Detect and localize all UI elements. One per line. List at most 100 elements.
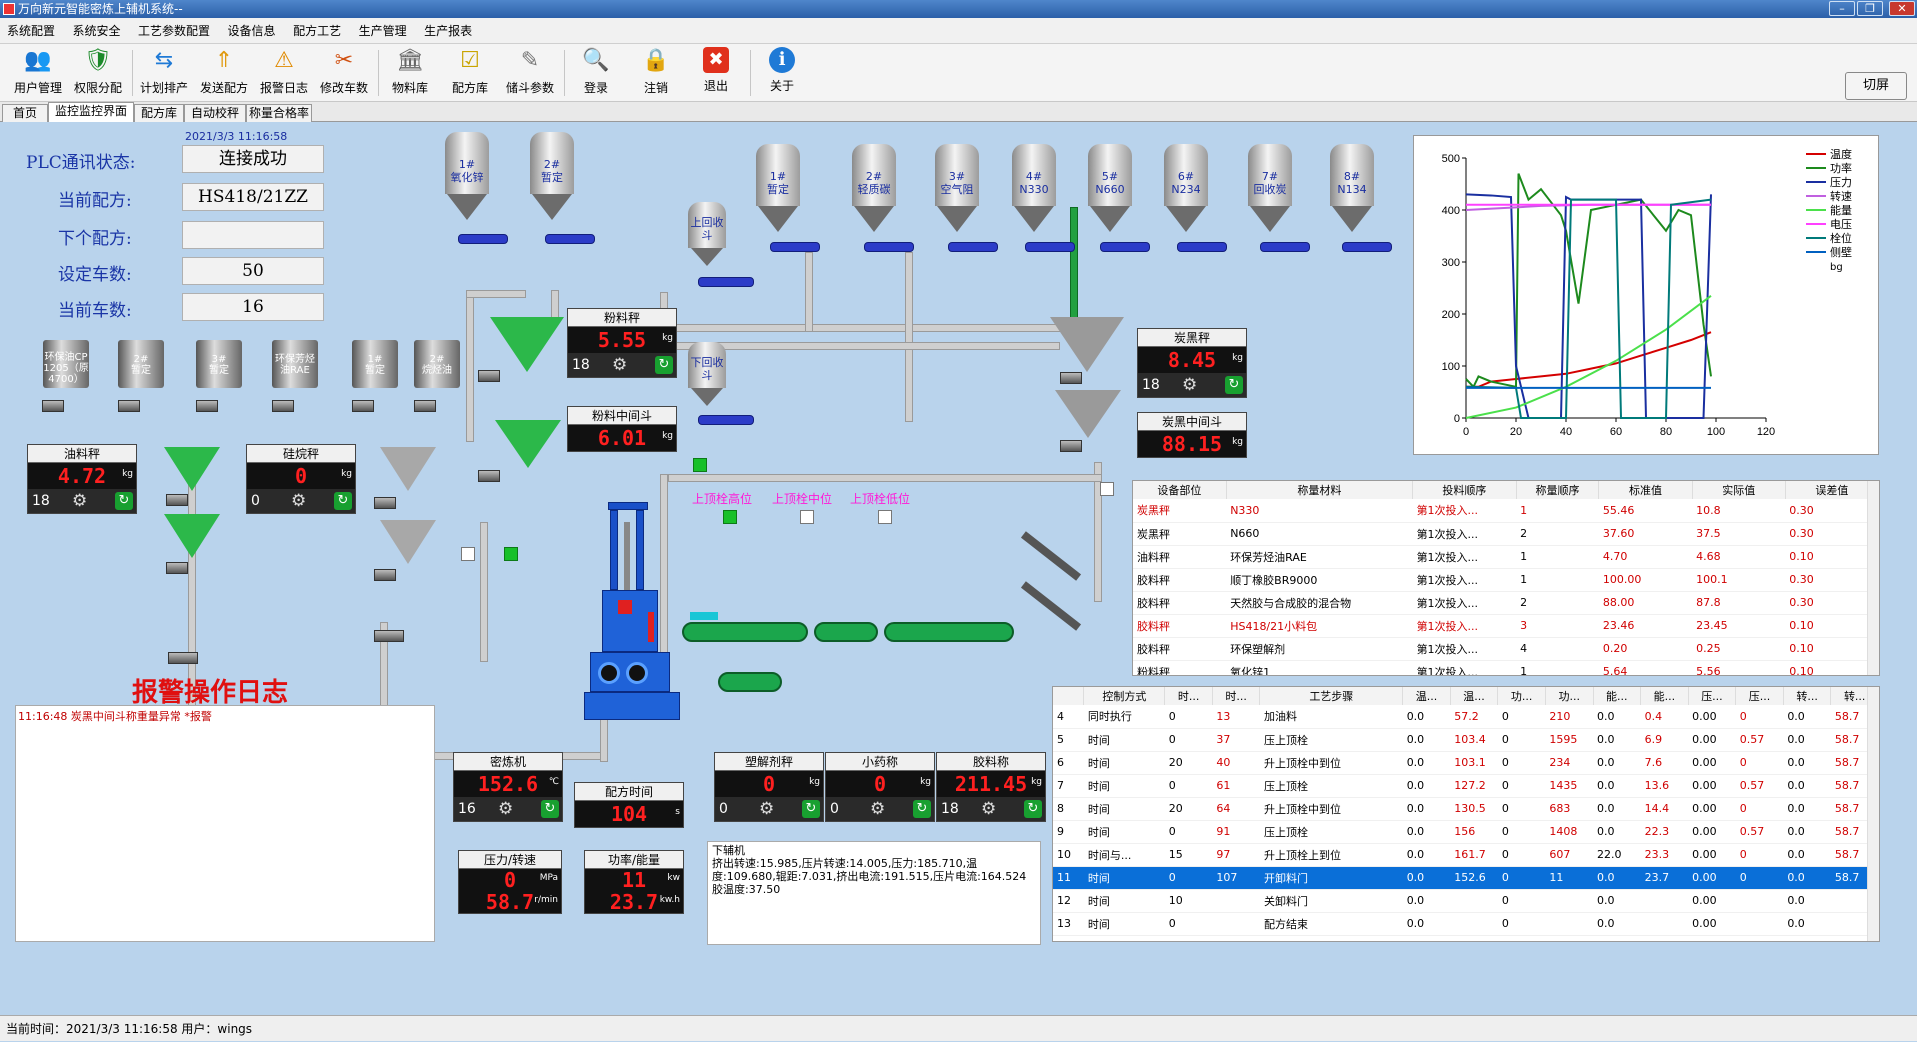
refresh-icon[interactable]: ↻ [802, 800, 820, 818]
tab-home[interactable]: 首页 [2, 104, 48, 122]
scrollbar[interactable] [1867, 687, 1879, 941]
table-cell: 0.57 [1735, 728, 1784, 752]
screw-conveyor [1100, 242, 1150, 252]
menu-process-params[interactable]: 工艺参数配置 [138, 24, 211, 38]
table-cell: 0 [1164, 705, 1213, 729]
screw-conveyor [1177, 242, 1227, 252]
table-cell: 0.0 [1783, 912, 1831, 936]
table-cell: 23.3 [1640, 843, 1689, 867]
gear-icon: ⚙ [759, 799, 775, 819]
recipe-library-button[interactable]: ☑配方库 [451, 48, 488, 95]
restore-button[interactable]: ❐ [1857, 1, 1883, 16]
table-cell: 0.0 [1783, 820, 1831, 844]
app-icon [3, 3, 15, 15]
next-recipe-value [182, 221, 324, 249]
menu-system-security[interactable]: 系统安全 [72, 24, 121, 38]
pump [168, 652, 198, 664]
series-line [1466, 331, 1712, 388]
tab-auto-calibration[interactable]: 自动校秤 [184, 104, 246, 122]
logout-button[interactable]: 🔒注销 [642, 48, 670, 95]
current-count-value: 16 [182, 293, 324, 321]
table-cell: 11 [1545, 866, 1593, 890]
close-button[interactable]: ✕ [1889, 1, 1915, 16]
x-tick-label: 0 [1463, 426, 1469, 438]
material-library-button[interactable]: 🏛物料库 [391, 48, 428, 95]
alarm-log-list[interactable]: 11:16:48 炭黑中间斗称重量异常 *报警 [15, 705, 435, 942]
table-cell: 156 [1450, 820, 1498, 844]
table-cell: 0.0 [1402, 751, 1451, 775]
table-cell: 1 [1516, 568, 1599, 592]
menu-recipe-process[interactable]: 配方工艺 [293, 24, 342, 38]
refresh-icon[interactable]: ↻ [655, 356, 673, 374]
tab-recipe-library[interactable]: 配方库 [134, 104, 184, 122]
scrollbar[interactable] [1867, 481, 1879, 675]
switch-screen-button[interactable]: 切屏 [1845, 72, 1907, 100]
user-management-button[interactable]: 👥用户管理 [13, 48, 62, 95]
exit-button[interactable]: ✖退出 [703, 47, 729, 93]
x-tick-label: 20 [1510, 426, 1522, 438]
hopper-params-button[interactable]: ✎储斗参数 [505, 48, 554, 95]
silo: 1# 氧化锌 [445, 132, 489, 220]
tab-weigh-pass-rate[interactable]: 称量合格率 [246, 104, 312, 122]
oil-tank: 1# 暂定 [352, 340, 398, 388]
table-cell: 时间 [1083, 728, 1165, 752]
gear-icon: ⚙ [498, 799, 514, 819]
refresh-icon[interactable]: ↻ [1225, 376, 1243, 394]
process-step-table[interactable]: 控制方式时...时...工艺步骤温...温...功...功...能...能...… [1052, 686, 1880, 942]
table-cell: 0.0 [1783, 797, 1831, 821]
alarm-log-button[interactable]: ⚠报警日志 [259, 48, 308, 95]
refresh-icon[interactable]: ↻ [115, 492, 133, 510]
production-plan-button[interactable]: ⇆计划排产 [139, 48, 188, 95]
pipe-active [1070, 207, 1078, 327]
table-cell: 0 [1164, 866, 1213, 890]
table-cell: 10.8 [1692, 499, 1786, 523]
column-header: 功... [1497, 687, 1546, 705]
menu-system-config[interactable]: 系统配置 [7, 24, 56, 38]
edit-count-button[interactable]: ✂修改车数 [319, 48, 368, 95]
refresh-icon[interactable]: ↻ [334, 492, 352, 510]
menu-production-mgmt[interactable]: 生产管理 [358, 24, 407, 38]
refresh-icon[interactable]: ↻ [1024, 800, 1042, 818]
menu-equipment-info[interactable]: 设备信息 [227, 24, 276, 38]
refresh-icon[interactable]: ↻ [541, 800, 559, 818]
login-button[interactable]: 🔍登录 [582, 48, 610, 95]
table-cell: 97 [1212, 843, 1260, 867]
tab-monitor[interactable]: 监控监控界面 [48, 102, 134, 123]
table-cell: 5 [1053, 728, 1084, 752]
menu-production-report[interactable]: 生产报表 [424, 24, 473, 38]
pump [414, 400, 436, 412]
send-recipe-button[interactable]: ⇑发送配方 [199, 48, 248, 95]
refresh-icon[interactable]: ↻ [913, 800, 931, 818]
minimize-button[interactable]: – [1829, 1, 1855, 16]
permission-button[interactable]: 🛡权限分配 [73, 48, 122, 95]
table-cell: 0.00 [1688, 728, 1736, 752]
menu-bar: 系统配置 系统安全 工艺参数配置 设备信息 配方工艺 生产管理 生产报表 [0, 18, 1917, 44]
table-cell: 0 [1735, 843, 1784, 867]
table-cell: 时间 [1083, 820, 1165, 844]
table-cell: 0.10 [1785, 545, 1879, 569]
table-cell: 0.00 [1688, 797, 1736, 821]
table-cell: 103.1 [1450, 751, 1498, 775]
